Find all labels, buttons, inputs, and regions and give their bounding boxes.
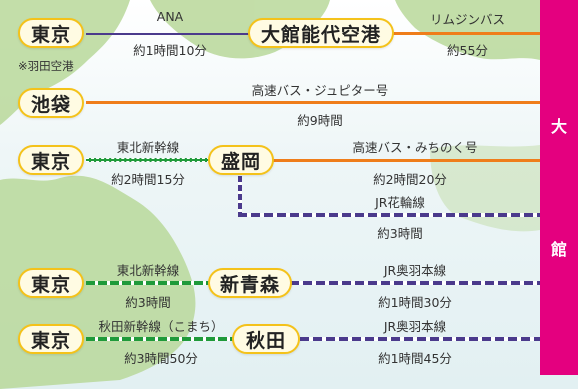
station-ikebukuro: 池袋 — [18, 88, 84, 118]
route-5-seg2-mode: JR奥羽本線 — [383, 319, 447, 334]
route-3-hanawa-line-vertical — [238, 176, 242, 216]
route-4-seg2-mode: JR奥羽本線 — [383, 263, 447, 278]
route-1-air-line — [86, 33, 252, 35]
route-5-ouu-line — [300, 337, 540, 341]
station-odate-noshiro-airport: 大館能代空港 — [248, 18, 394, 48]
route-3-seg3-mode: JR花輪線 — [375, 195, 425, 210]
station-morioka: 盛岡 — [208, 145, 274, 175]
station-akita: 秋田 — [232, 324, 300, 354]
route-5-seg1-mode: 秋田新幹線（こまち） — [98, 319, 224, 334]
station-tokyo-5: 東京 — [18, 324, 84, 354]
station-tokyo-3: 東京 — [18, 145, 84, 175]
route-1-seg1-time: 約1時間10分 — [133, 43, 207, 58]
route-2-bus-line — [86, 101, 540, 104]
route-4-seg1-time: 約3時間 — [125, 295, 171, 310]
route-3-seg1-mode: 東北新幹線 — [116, 140, 180, 155]
route-2-seg1-mode: 高速バス・ジュピター号 — [251, 83, 389, 98]
route-4-ouu-line — [290, 281, 540, 285]
route-3-seg1-time: 約2時間15分 — [111, 172, 185, 187]
route-1-seg2-time: 約55分 — [447, 43, 488, 58]
route-3-bus-line — [272, 159, 540, 162]
destination-bar — [540, 0, 578, 375]
route-4-seg2-time: 約1時間30分 — [378, 295, 452, 310]
route-5-seg1-time: 約3時間50分 — [124, 351, 198, 366]
route-3-seg2-time: 約2時間20分 — [373, 172, 447, 187]
station-tokyo-4: 東京 — [18, 268, 84, 298]
haneda-note: ※羽田空港 — [18, 59, 74, 73]
station-tokyo-1: 東京 — [18, 18, 84, 48]
route-2-seg1-time: 約9時間 — [297, 113, 343, 128]
route-1-bus-line — [392, 32, 540, 35]
route-3-hanawa-line — [238, 213, 540, 217]
route-5-shinkansen-line — [86, 337, 234, 341]
route-3-seg2-mode: 高速バス・みちのく号 — [352, 140, 478, 155]
destination-char-2: 館 — [550, 240, 567, 259]
route-3-seg3-time: 約3時間 — [377, 226, 423, 241]
route-1-seg2-mode: リムジンバス — [429, 12, 505, 27]
route-4-shinkansen-line — [86, 281, 210, 285]
route-1-seg1-mode: ANA — [156, 9, 184, 24]
destination-char-1: 大 — [550, 117, 567, 136]
route-5-seg2-time: 約1時間45分 — [378, 351, 452, 366]
route-3-shinkansen-line — [86, 158, 210, 162]
station-shin-aomori: 新青森 — [208, 268, 292, 298]
route-4-seg1-mode: 東北新幹線 — [116, 263, 180, 278]
